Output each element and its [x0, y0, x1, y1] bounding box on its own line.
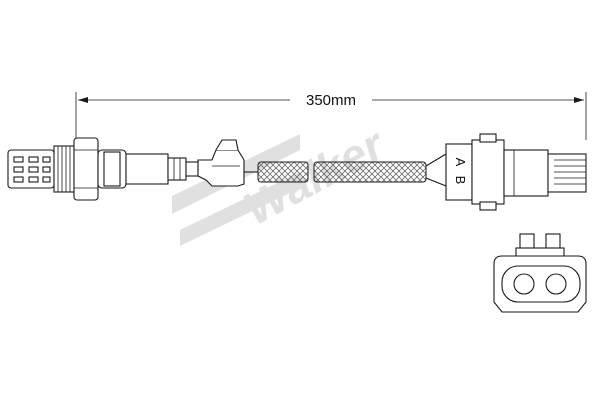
dimension-line: 350mm	[75, 92, 587, 140]
sensor-hex-body	[73, 137, 99, 201]
wire-grommet	[197, 139, 258, 187]
sensor-tip	[7, 149, 55, 189]
pin-label-a: A	[453, 158, 468, 167]
braided-sleeve-left	[257, 161, 309, 183]
sensor-thread	[53, 145, 75, 193]
pin-label-b: B	[453, 176, 468, 185]
sensor-shell	[97, 149, 199, 189]
dimension-label: 350mm	[306, 92, 356, 109]
braided-sleeve-right	[313, 161, 427, 183]
connector-side-view: A B	[445, 133, 587, 211]
connector-face-view	[493, 233, 587, 313]
connector-wires	[425, 153, 447, 187]
